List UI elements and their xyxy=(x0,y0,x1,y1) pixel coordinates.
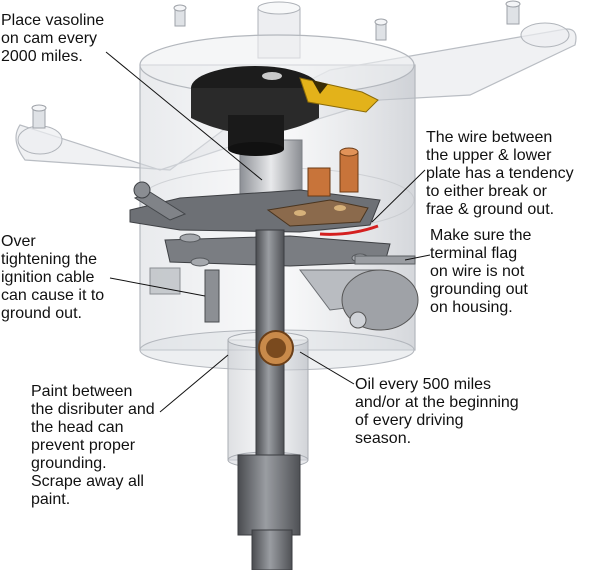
contact-points xyxy=(266,147,369,227)
rotor xyxy=(191,66,319,156)
bolt-left xyxy=(31,104,47,129)
leader-lines xyxy=(105,51,431,413)
annotation-wire: The wire between the upper & lower plate… xyxy=(426,129,574,218)
annotation-paint: Paint between the disributer and the hea… xyxy=(31,383,155,508)
oil-hole xyxy=(258,330,294,366)
bolt-top-middle xyxy=(374,18,388,41)
annotation-terminal-flag: Make sure the terminal flag on wire is n… xyxy=(430,227,532,316)
cable-bracket xyxy=(149,267,220,323)
vacuum-canister xyxy=(299,269,419,331)
distributor-shaft xyxy=(237,229,301,570)
leader-vasoline xyxy=(105,51,263,181)
leader-oil xyxy=(299,351,355,385)
annotation-vasoline: Place vasoline on cam every 2000 miles. xyxy=(1,12,105,65)
bolt-right xyxy=(505,0,521,25)
leader-paint xyxy=(159,354,229,413)
leader-wire xyxy=(371,169,426,223)
advance-arm xyxy=(133,181,187,221)
leader-over xyxy=(109,277,206,297)
points-wire xyxy=(319,224,379,236)
flange-bolts xyxy=(31,0,521,129)
rotor-tip xyxy=(299,77,379,113)
annotation-oil: Oil every 500 miles and/or at the beginn… xyxy=(355,376,519,447)
leader-terminal xyxy=(404,254,431,261)
bolt-top-left xyxy=(173,4,187,27)
annotation-over-tightening: Over tightening the ignition cable can c… xyxy=(1,233,105,322)
